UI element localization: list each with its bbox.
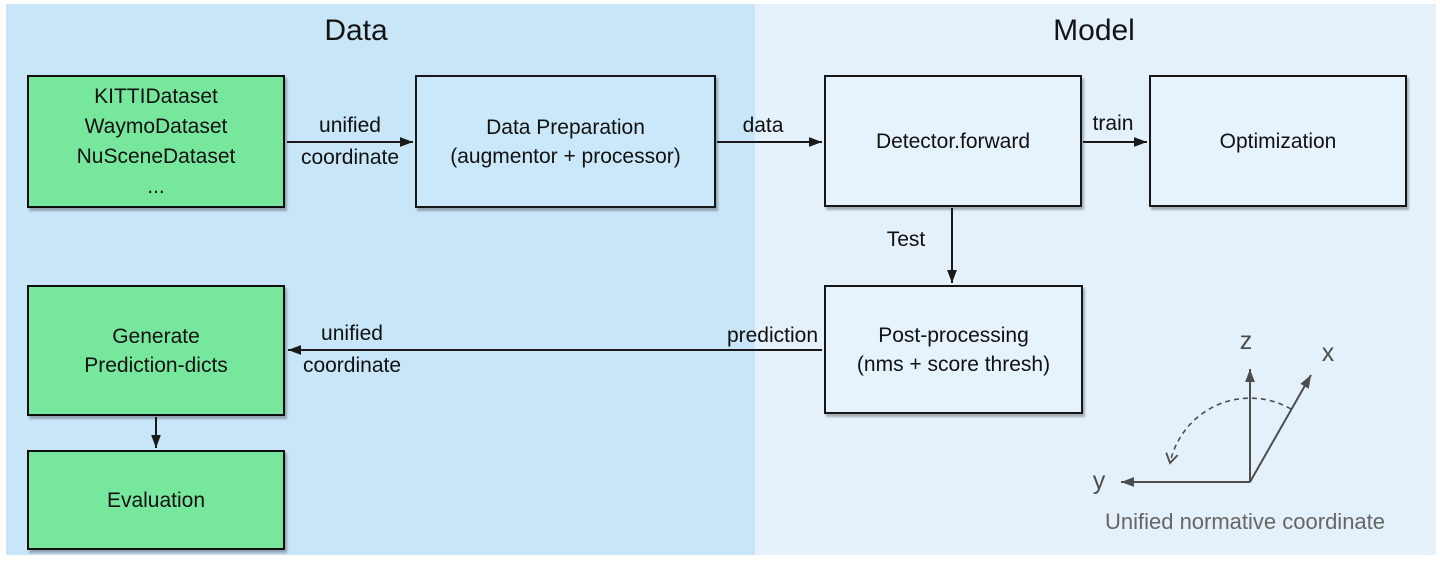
x-axis-label: x bbox=[1321, 339, 1335, 367]
datasets-box-label: KITTIDataset WaymoDataset NuSceneDataset… bbox=[76, 84, 236, 198]
label-coordinate-bottom: coordinate bbox=[302, 354, 402, 377]
coordinate-caption: Unified normative coordinate bbox=[1104, 509, 1386, 534]
datasets-box: KITTIDataset WaymoDataset NuSceneDataset… bbox=[27, 75, 285, 208]
data-preparation-box: Data Preparation (augmentor + processor) bbox=[415, 75, 716, 208]
data-preparation-box-label: Data Preparation (augmentor + processor) bbox=[450, 115, 681, 168]
generate-prediction-dicts-box-label: Generate Prediction-dicts bbox=[84, 324, 228, 377]
y-axis-label: y bbox=[1092, 467, 1106, 495]
label-prediction: prediction bbox=[726, 324, 818, 347]
post-processing-box: Post-processing (nms + score thresh) bbox=[824, 285, 1083, 414]
label-data: data bbox=[742, 114, 784, 137]
label-unified-bottom: unified bbox=[321, 322, 383, 345]
detector-forward-box: Detector.forward bbox=[824, 75, 1082, 207]
label-coordinate-top: coordinate bbox=[300, 146, 400, 169]
label-train: train bbox=[1092, 112, 1134, 135]
data-section-title: Data bbox=[324, 14, 388, 47]
generate-prediction-dicts-box: Generate Prediction-dicts bbox=[27, 285, 285, 416]
detector-forward-box-label: Detector.forward bbox=[875, 129, 1031, 153]
evaluation-box-label: Evaluation bbox=[106, 488, 206, 512]
optimization-box: Optimization bbox=[1149, 75, 1407, 207]
evaluation-box: Evaluation bbox=[27, 450, 285, 550]
label-test: Test bbox=[886, 228, 926, 251]
z-axis-label: z bbox=[1239, 327, 1253, 355]
optimization-box-label: Optimization bbox=[1219, 129, 1337, 153]
model-section-title: Model bbox=[1053, 14, 1135, 47]
post-processing-box-label: Post-processing (nms + score thresh) bbox=[856, 323, 1051, 376]
label-unified-top: unified bbox=[319, 114, 381, 137]
